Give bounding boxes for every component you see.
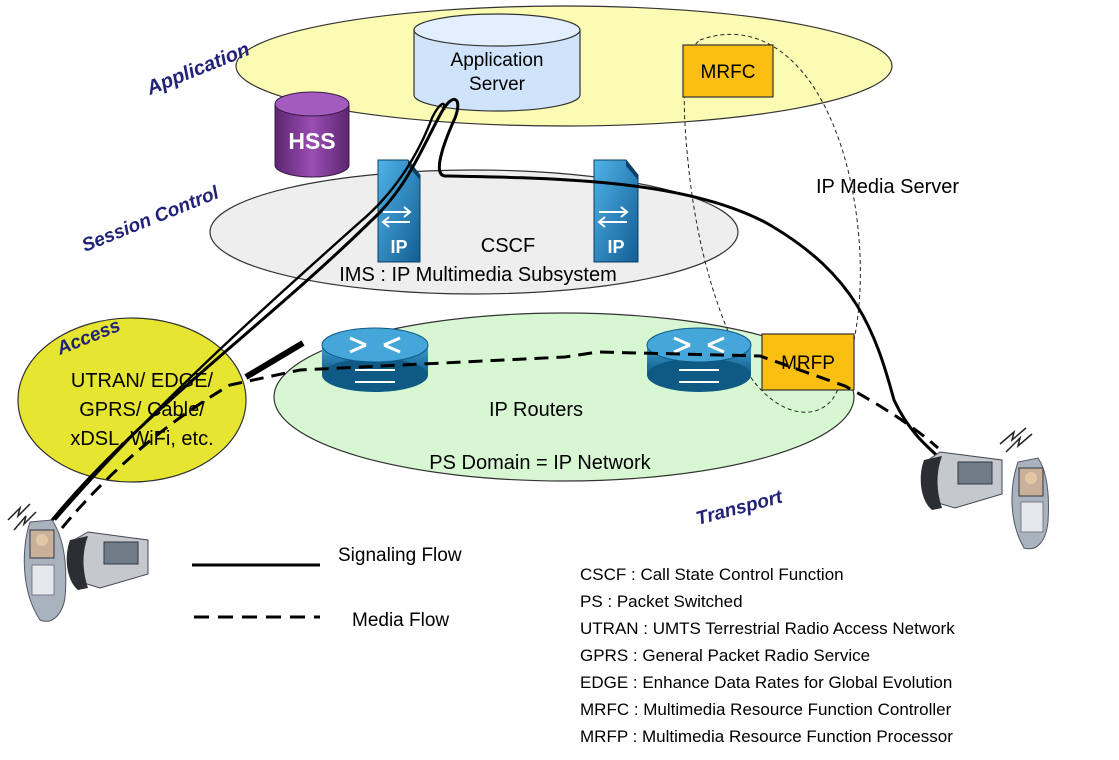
mrfc-box: MRFC — [682, 44, 774, 98]
app-server-label-line1: Application — [451, 50, 544, 71]
sip-glyph-right: IP — [607, 237, 624, 257]
ps-domain-label: PS Domain = IP Network — [429, 452, 651, 474]
abbreviation-item: UTRAN : UMTS Terrestrial Radio Access Ne… — [580, 619, 955, 638]
ip-media-server-label: IP Media Server — [816, 176, 959, 198]
abbreviation-item: CSCF : Call State Control Function — [580, 565, 844, 584]
abbreviation-item: EDGE : Enhance Data Rates for Global Evo… — [580, 673, 952, 692]
access-oval — [17, 317, 247, 483]
right-desk-phone — [920, 451, 1003, 510]
sip-glyph-left: IP — [390, 237, 407, 257]
abbreviation-list: CSCF : Call State Control Function PS : … — [580, 565, 955, 746]
router-right — [646, 327, 752, 392]
media-flow-path — [60, 350, 939, 529]
layer-label-transport: Transport — [694, 487, 785, 530]
left-mobile-phone — [23, 519, 67, 622]
ip-media-server-boundary — [683, 33, 861, 413]
application-server: Application Server — [413, 13, 581, 112]
access-label-line1: UTRAN/ EDGE/ — [71, 370, 214, 392]
access-label-line3: xDSL, WiFi, etc. — [70, 428, 213, 450]
left-desk-phone — [66, 531, 149, 590]
app-server-label-line2: Server — [469, 74, 526, 95]
access-link-bar — [244, 340, 305, 380]
ims-label: IMS : IP Multimedia Subsystem — [339, 264, 617, 286]
cscf-label: CSCF — [481, 235, 535, 257]
sip-server-left: IP — [377, 159, 421, 263]
abbreviation-item: GPRS : General Packet Radio Service — [580, 646, 870, 665]
legend-signaling-label: Signaling Flow — [338, 545, 462, 566]
abbreviation-item: MRFP : Multimedia Resource Function Proc… — [580, 727, 953, 746]
mrfp-label: MRFP — [781, 353, 835, 374]
layer-label-session-control: Session Control — [79, 182, 223, 256]
hss-database: HSS — [274, 91, 350, 178]
router-left — [321, 327, 429, 392]
sip-server-right: IP — [593, 159, 639, 263]
database-icon — [274, 104, 350, 178]
legend-media-label: Media Flow — [352, 610, 449, 631]
abbreviation-item: PS : Packet Switched — [580, 592, 743, 611]
ip-routers-label: IP Routers — [489, 399, 583, 421]
lightning-icon — [999, 427, 1033, 453]
right-mobile-phone — [1011, 457, 1049, 550]
abbreviation-item: MRFC : Multimedia Resource Function Cont… — [580, 700, 952, 719]
signaling-flow-hss-link — [54, 102, 446, 521]
access-label-line2: GPRS/ Cable/ — [79, 399, 205, 421]
signaling-flow-path — [38, 97, 943, 536]
legend: Signaling Flow Media Flow — [192, 545, 462, 631]
lightning-icon — [7, 503, 37, 531]
mrfc-label: MRFC — [701, 62, 756, 83]
hss-label: HSS — [288, 128, 335, 154]
